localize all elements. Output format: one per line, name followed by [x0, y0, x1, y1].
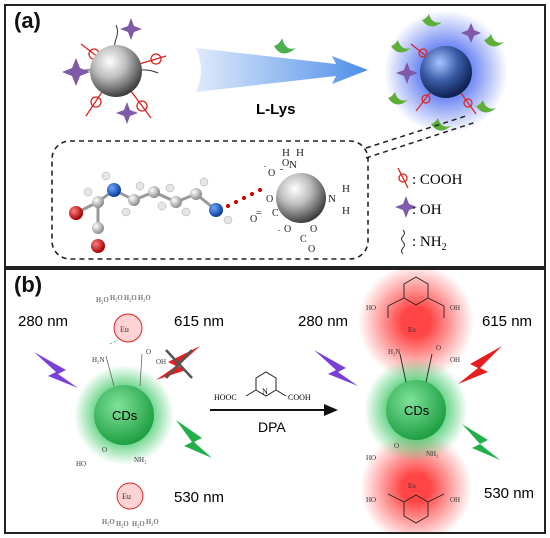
cooh-symbol-icon — [397, 167, 409, 189]
svg-text:O: O — [146, 348, 151, 356]
svg-text:Eu: Eu — [122, 492, 131, 501]
zoomed-carbon-dot: OOC OCO -- -O O= O H H N N H H — [250, 147, 350, 255]
svg-text:O: O — [394, 442, 399, 450]
svg-text:-: - — [278, 226, 281, 234]
svg-text:H: H — [342, 205, 350, 217]
svg-text:O: O — [310, 224, 317, 235]
svg-text:O: O — [102, 446, 107, 454]
lysine-molecule — [69, 171, 262, 253]
right-eu-bottom-glow — [360, 432, 472, 532]
svg-text:H: H — [342, 183, 350, 195]
svg-text:-: - — [264, 162, 267, 170]
legend: : COOH : OH : NH2 — [395, 167, 463, 255]
left-excitation-label: 280 nm — [18, 313, 68, 330]
svg-text:H₂O: H₂O — [138, 294, 151, 302]
svg-text:-: - — [280, 164, 283, 175]
dpa-reaction: N HOOC COOH DPA — [210, 371, 338, 435]
svg-text:H₂N: H₂N — [388, 348, 401, 356]
svg-text:O: O — [268, 168, 275, 179]
svg-text:OH: OH — [450, 496, 460, 504]
right-excitation-label: 280 nm — [298, 313, 348, 330]
svg-text:H₂O: H₂O — [132, 520, 145, 528]
svg-text:O: O — [436, 344, 441, 352]
panel-a-illustration: L-Lys — [51, 10, 508, 260]
svg-text:H₂O: H₂O — [96, 296, 109, 304]
svg-text:COOH: COOH — [288, 393, 311, 402]
svg-text:H: H — [282, 147, 290, 159]
svg-text:NH₂: NH₂ — [134, 456, 147, 464]
panel-a: (a) — [4, 4, 546, 268]
plain-carbon-dot — [62, 18, 167, 124]
svg-text:OH: OH — [156, 358, 166, 366]
lysine-reaction-arrow — [196, 38, 368, 92]
zoom-box — [51, 140, 369, 260]
right-purple-bolt-icon — [314, 350, 358, 386]
right-green-bolt-icon — [462, 424, 500, 460]
svg-text:Eu: Eu — [120, 325, 129, 334]
svg-text:HO: HO — [366, 304, 376, 312]
panel-b-illustration: 280 nm 615 nm 530 nm CDs Eu H₂O H₂O H₂O … — [18, 270, 534, 532]
svg-text:N: N — [289, 159, 297, 171]
arrow-label: L-Lys — [256, 101, 295, 118]
svg-text:OH: OH — [450, 304, 460, 312]
lysine-crescent-icon — [274, 38, 296, 54]
left-purple-bolt-icon — [34, 352, 78, 388]
svg-text:H₂O: H₂O — [102, 518, 115, 526]
right-cd-label: CDs — [404, 403, 430, 418]
svg-text:H₂O: H₂O — [116, 520, 129, 528]
left-530-label: 530 nm — [174, 489, 224, 506]
left-615-label: 615 nm — [174, 313, 224, 330]
legend-nh2: : NH2 — [412, 234, 447, 253]
svg-text:HO: HO — [76, 460, 86, 468]
legend-cooh: : COOH — [412, 172, 463, 188]
nh2-wavy-icon — [401, 229, 405, 255]
left-cd-core — [94, 385, 154, 445]
svg-text:H₂O: H₂O — [124, 294, 137, 302]
svg-text:O: O — [266, 194, 273, 205]
svg-text:O: O — [308, 244, 315, 255]
svg-text:O: O — [250, 214, 257, 225]
svg-text:Eu: Eu — [408, 482, 416, 490]
svg-text:H₂N: H₂N — [92, 356, 105, 364]
svg-text:O: O — [282, 158, 289, 169]
dpa-structure-icon — [245, 371, 287, 397]
legend-oh: : OH — [412, 202, 442, 218]
right-cd-core — [386, 380, 446, 440]
svg-text:N: N — [328, 193, 336, 205]
right-530-label: 530 nm — [484, 485, 534, 502]
svg-text:HO: HO — [366, 496, 376, 504]
svg-text:O: O — [284, 224, 291, 235]
svg-text:H₂O: H₂O — [146, 518, 159, 526]
left-cd-label: CDs — [112, 408, 138, 423]
svg-text:OH: OH — [450, 356, 460, 364]
right-red-bolt-icon — [458, 346, 502, 384]
right-615-label: 615 nm — [482, 313, 532, 330]
oh-star-icon — [395, 196, 417, 218]
right-eu-top-glow — [358, 270, 474, 380]
panel-b: (b) 280 nm 615 nm 530 nm — [4, 268, 546, 534]
svg-text:NH₂: NH₂ — [426, 450, 439, 458]
panel-a-tag: (a) — [14, 8, 41, 33]
svg-text:HO: HO — [366, 454, 376, 462]
right-complex: 280 nm 615 nm 530 nm CDs Eu HO OH H₂N O OH — [298, 270, 534, 532]
svg-text:H: H — [296, 147, 304, 159]
svg-text:N: N — [262, 387, 268, 396]
dpa-label: DPA — [258, 419, 286, 435]
svg-text:=: = — [256, 208, 262, 219]
left-green-bolt-icon — [176, 420, 212, 458]
left-complex: 280 nm 615 nm 530 nm CDs Eu H₂O H₂O H₂O … — [18, 294, 224, 528]
svg-text:H₂O: H₂O — [110, 294, 123, 302]
svg-text:Eu: Eu — [408, 326, 416, 334]
svg-text:HOOC: HOOC — [214, 393, 237, 402]
svg-text:C: C — [272, 208, 279, 219]
panel-b-tag: (b) — [14, 272, 43, 297]
lysine-modified-carbon-dot — [384, 10, 508, 134]
svg-text:C: C — [300, 234, 307, 245]
